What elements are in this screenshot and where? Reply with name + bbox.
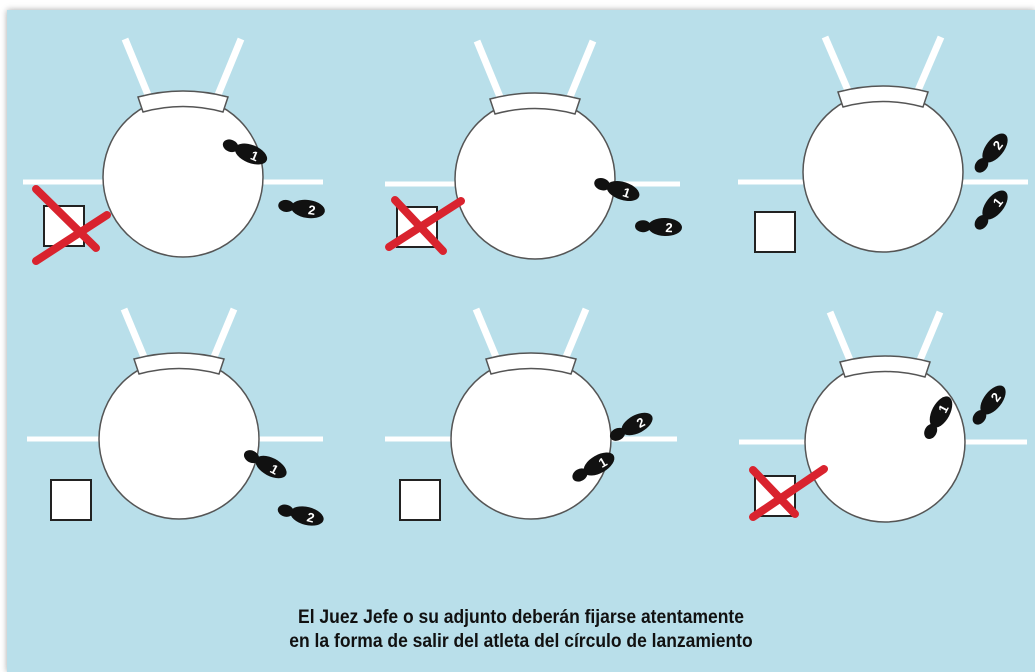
caption-line-1: El Juez Jefe o su adjunto deberán fijars… <box>298 607 744 628</box>
panel-6: 1 2 <box>739 310 1027 523</box>
stop-board <box>133 352 225 375</box>
judge-box <box>50 479 92 521</box>
footprint-label: 2 <box>307 202 316 218</box>
footprint-label: 1 <box>621 184 633 201</box>
stop-board <box>485 352 577 375</box>
footprint-2: 2 <box>278 199 325 219</box>
footprint-1: 1 <box>243 450 287 479</box>
footprint-2: 2 <box>277 504 324 526</box>
judge-box <box>399 479 441 521</box>
panel-2: 1 2 <box>385 39 682 260</box>
throwing-circle-diagram: 1 2 1 2 <box>23 35 1028 526</box>
diagram-stage: 1 2 1 2 <box>7 10 1035 672</box>
stop-board <box>137 90 229 113</box>
throwing-circle <box>454 98 616 260</box>
stop-board <box>839 355 931 378</box>
footprint-2: 2 <box>635 217 682 237</box>
judge-box <box>754 211 796 253</box>
caption: El Juez Jefe o su adjunto deberán fijars… <box>48 606 994 654</box>
panel-5: 2 1 <box>385 307 677 521</box>
throwing-circle <box>102 96 264 258</box>
stop-board <box>837 85 929 108</box>
footprint-2: 2 <box>974 133 1008 173</box>
footprint-1: 1 <box>924 396 953 440</box>
throwing-circle <box>98 358 260 520</box>
footprint-1: 1 <box>222 139 268 165</box>
caption-line-2: en la forma de salir del atleta del círc… <box>289 631 753 652</box>
panel-3: 2 1 <box>738 35 1028 253</box>
panel-1: 1 2 <box>23 37 325 265</box>
footprint-1: 1 <box>594 177 640 202</box>
footprint-2: 2 <box>972 385 1006 425</box>
footprint-2: 2 <box>609 412 653 441</box>
panel-4: 1 2 <box>27 307 324 526</box>
red-cross <box>32 185 111 265</box>
red-cross <box>749 465 828 521</box>
stop-board <box>489 92 581 115</box>
red-cross <box>385 196 465 255</box>
footprint-label: 2 <box>665 220 673 235</box>
footprint-1: 1 <box>974 190 1008 230</box>
footprint-1: 1 <box>572 452 615 482</box>
throwing-circle <box>804 361 966 523</box>
throwing-circle <box>450 358 612 520</box>
throwing-circle <box>802 91 964 253</box>
footprint-label: 2 <box>305 509 316 525</box>
